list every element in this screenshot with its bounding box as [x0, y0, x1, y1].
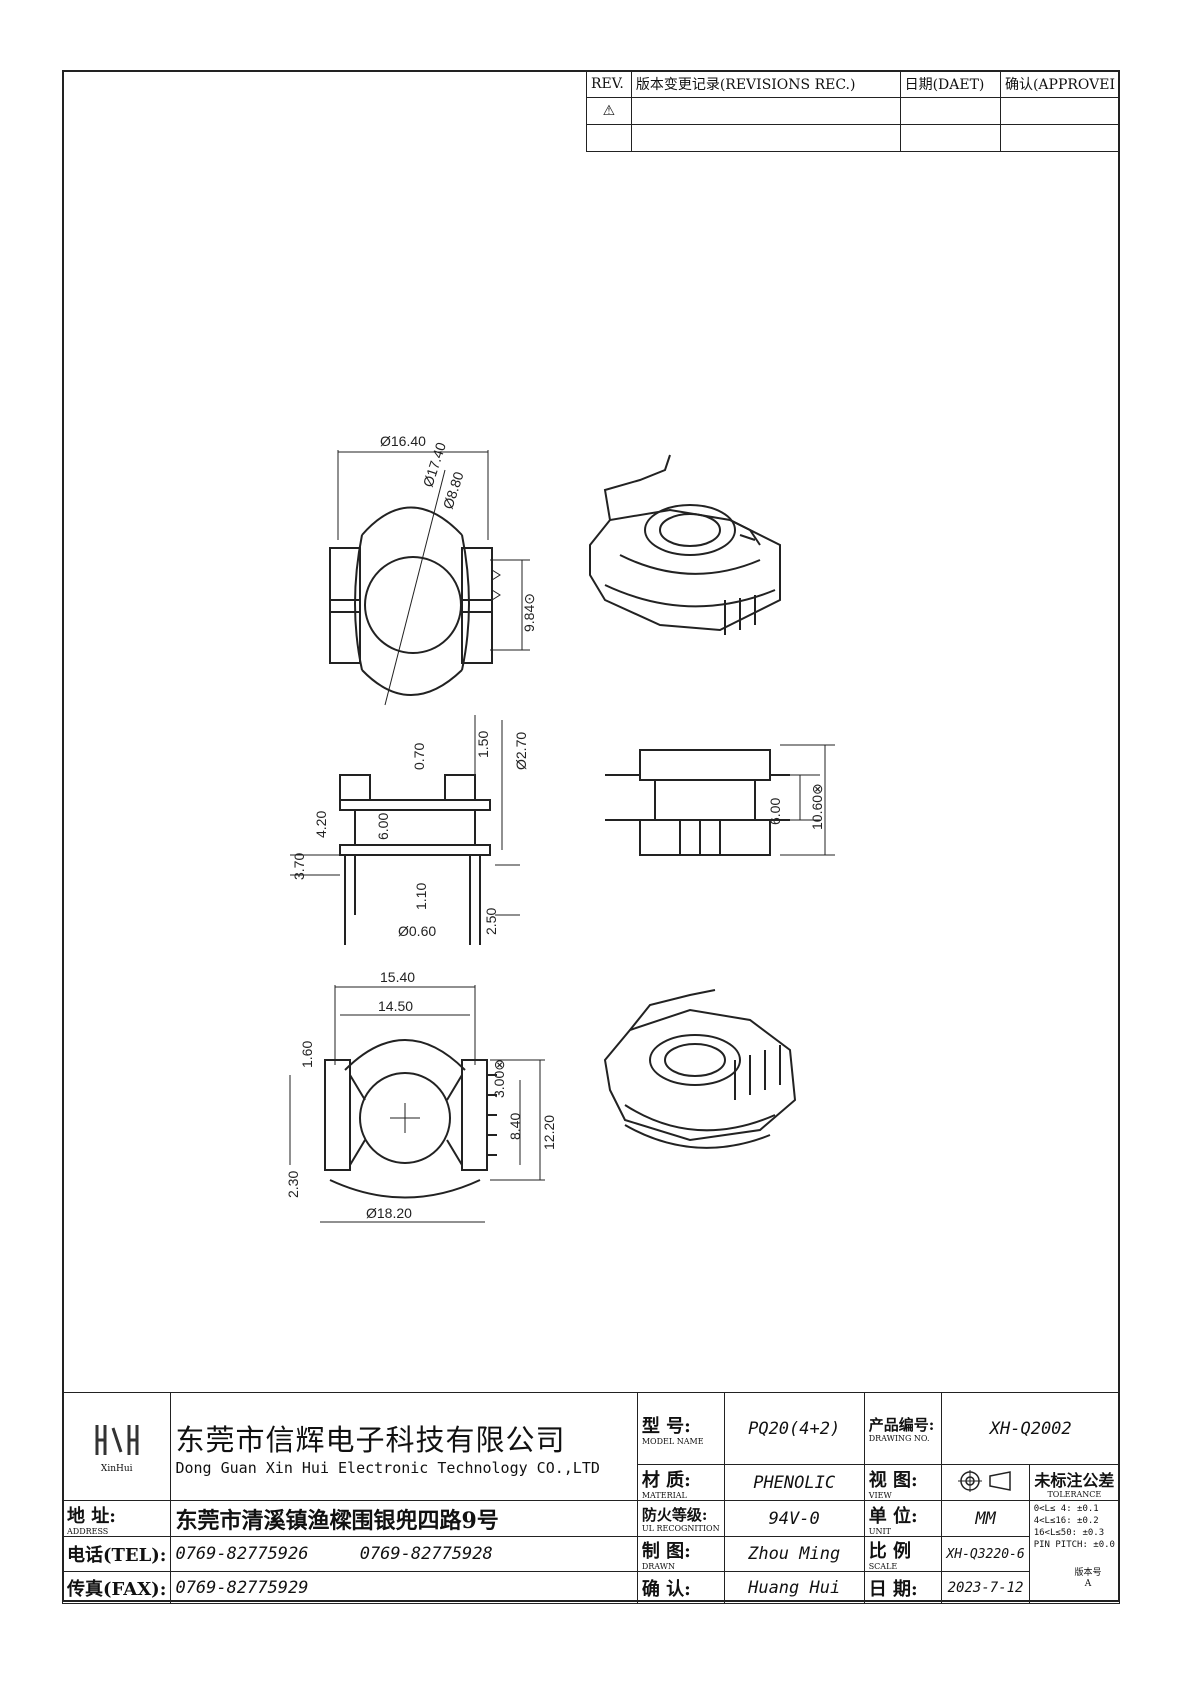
- tel-label: 电话(TEL):: [61, 1536, 172, 1572]
- product-no-label: 产品编号:: [868, 1416, 935, 1434]
- dim-side-4: 4.20: [313, 811, 329, 838]
- dim-side-1: 0.70: [411, 743, 427, 770]
- version-label: 版本号: [1074, 1568, 1102, 1578]
- scale-label: 比 例: [868, 1541, 911, 1562]
- product-no-label-en: DRAWING NO.: [868, 1434, 930, 1443]
- fire-label: 防火等级:: [641, 1506, 708, 1524]
- model-value: PQ20(4+2): [723, 1392, 865, 1465]
- fire-value: 94V-0: [723, 1500, 865, 1537]
- isometric-view-top: [589, 454, 781, 635]
- material-label: 材 质:: [641, 1469, 691, 1491]
- tolerance-row: 4<L≤16: ±0.2: [1033, 1516, 1099, 1526]
- dim-side-7: 1.10: [413, 883, 429, 910]
- date-label: 日 期:: [863, 1571, 943, 1604]
- fax-value: 0769-82775929: [170, 1571, 638, 1604]
- address-value: 东莞市清溪镇渔樑围银兜四路9号: [170, 1500, 638, 1537]
- dim-bottom-5: 3.00⊗: [491, 1059, 507, 1098]
- dim-side-8: 2.50: [483, 908, 499, 935]
- dim-side-6: 3.70: [291, 853, 307, 880]
- unit-label: 单 位:: [868, 1505, 918, 1527]
- company-name-cn: 东莞市信辉电子科技有限公司: [175, 1422, 566, 1457]
- xinhui-logo-icon: [95, 1424, 139, 1455]
- tolerance-row: PIN PITCH: ±0.0: [1033, 1540, 1115, 1550]
- product-no-value: XH-Q2002: [941, 1392, 1120, 1465]
- drawn-label-en: DRAWN: [641, 1562, 675, 1571]
- version-value: A: [1084, 1579, 1092, 1589]
- right-view-dimensions: 6.00 10.60⊗: [767, 783, 825, 830]
- dim-side-9: Ø0.60: [398, 923, 436, 939]
- dim-bottom-3: 1.60: [299, 1041, 315, 1068]
- dim-right-2: 10.60⊗: [809, 783, 825, 830]
- isometric-view-bottom: [603, 989, 797, 1149]
- tel-value-2: 0769-82775928: [359, 1544, 493, 1564]
- dim-bottom-6: 8.40: [507, 1113, 523, 1140]
- view-label: 视 图:: [868, 1469, 918, 1491]
- date-value: 2023-7-12: [941, 1571, 1030, 1604]
- dim-side-3: Ø2.70: [513, 732, 529, 770]
- material-label-en: MATERIAL: [641, 1490, 687, 1500]
- view-label-en: VIEW: [868, 1490, 892, 1500]
- unit-label-en: UNIT: [868, 1526, 891, 1536]
- logo-text: XinHui: [100, 1463, 133, 1474]
- material-value: PHENOLIC: [723, 1464, 865, 1501]
- revision-row: [586, 124, 1121, 152]
- company-logo: XinHui: [61, 1392, 172, 1501]
- dim-bottom-4: 2.30: [285, 1171, 301, 1198]
- address-label-en: ADDRESS: [67, 1526, 109, 1536]
- fax-label: 传真(FAX):: [61, 1571, 172, 1604]
- dim-bottom-1: 15.40: [380, 969, 415, 985]
- tolerance-label-en: TOLERANCE: [1047, 1489, 1102, 1499]
- date-header: 日期(DAET): [899, 70, 1001, 98]
- side-view-dimensions: 0.70 1.50 Ø2.70 4.20 6.00 3.70 1.10 2.50…: [291, 731, 529, 939]
- scale-value: XH-Q3220-6: [941, 1536, 1030, 1572]
- bottom-view: [289, 985, 545, 1223]
- title-block: XinHui 东莞市信辉电子科技有限公司 Dong Guan Xin Hui E…: [61, 1392, 1121, 1604]
- drawn-value: Zhou Ming: [723, 1536, 865, 1572]
- right-view: [605, 744, 835, 856]
- revision-table: REV. 版本变更记录(REVISIONS REC.) 日期(DAET) 确认(…: [586, 70, 1121, 152]
- dim-bottom-2: 14.50: [378, 998, 413, 1014]
- tolerance-row: 16<L≤50: ±0.3: [1033, 1528, 1105, 1538]
- revision-header-row: REV. 版本变更记录(REVISIONS REC.) 日期(DAET) 确认(…: [586, 70, 1121, 98]
- dim-bottom-7: 12.20: [541, 1115, 557, 1150]
- bottom-view-dimensions: 15.40 14.50 1.60 2.30 3.00⊗ 8.40 12.20 Ø…: [285, 969, 557, 1221]
- tolerance-row: 0<L≤ 4: ±0.1: [1033, 1504, 1099, 1514]
- company-name-en: Dong Guan Xin Hui Electronic Technology …: [175, 1458, 600, 1477]
- revisions-header: 版本变更记录(REVISIONS REC.): [630, 70, 901, 98]
- dim-side-5: 6.00: [375, 813, 391, 840]
- model-label-en: MODEL NAME: [641, 1436, 704, 1446]
- address-label: 地 址:: [67, 1505, 116, 1527]
- tel-value-1: 0769-82775926: [175, 1544, 309, 1564]
- dim-top-1: Ø16.40: [380, 433, 426, 449]
- model-label: 型 号:: [641, 1415, 691, 1437]
- check-value: Huang Hui: [723, 1571, 865, 1604]
- tolerance-label: 未标注公差: [1034, 1470, 1115, 1490]
- unit-value: MM: [941, 1500, 1030, 1537]
- side-view: [290, 715, 520, 945]
- top-view: [329, 450, 530, 706]
- drawn-label: 制 图:: [641, 1541, 691, 1562]
- projection-symbol-icon: [941, 1464, 1030, 1501]
- dim-bottom-8: Ø18.20: [366, 1205, 412, 1221]
- check-label: 确 认:: [636, 1571, 725, 1604]
- scale-label-en: SCALE: [868, 1562, 898, 1571]
- dim-side-2: 1.50: [475, 731, 491, 758]
- version-box: 版本号 A: [1058, 1568, 1118, 1590]
- dim-top-4: 9.84⊙: [521, 593, 537, 632]
- fire-label-en: UL RECOGNITION: [641, 1524, 720, 1533]
- dim-right-1: 6.00: [767, 798, 783, 825]
